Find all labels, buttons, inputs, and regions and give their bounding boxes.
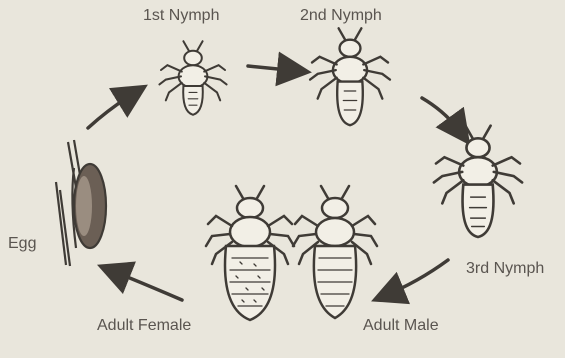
arrow-adults-to-egg (110, 270, 182, 300)
nymph1-illustration (159, 41, 226, 115)
nymph3-illustration (434, 126, 522, 237)
label-adult-male: Adult Male (363, 318, 439, 334)
arrow-nymph1-to-nymph2 (248, 66, 298, 71)
arrow-nymph3-to-adults (384, 260, 448, 296)
arrow-egg-to-nymph1 (88, 92, 136, 128)
adult-male-illustration (293, 186, 377, 318)
arrow-nymph2-to-nymph3 (422, 98, 462, 134)
adult-female-illustration (206, 186, 294, 320)
label-nymph2: 2nd Nymph (300, 8, 382, 24)
label-nymph3: 3rd Nymph (466, 261, 544, 277)
label-adult-female: Adult Female (97, 318, 191, 334)
label-egg: Egg (8, 236, 36, 252)
egg-illustration (56, 140, 106, 266)
label-nymph1: 1st Nymph (143, 8, 219, 24)
nymph2-illustration (310, 28, 390, 125)
